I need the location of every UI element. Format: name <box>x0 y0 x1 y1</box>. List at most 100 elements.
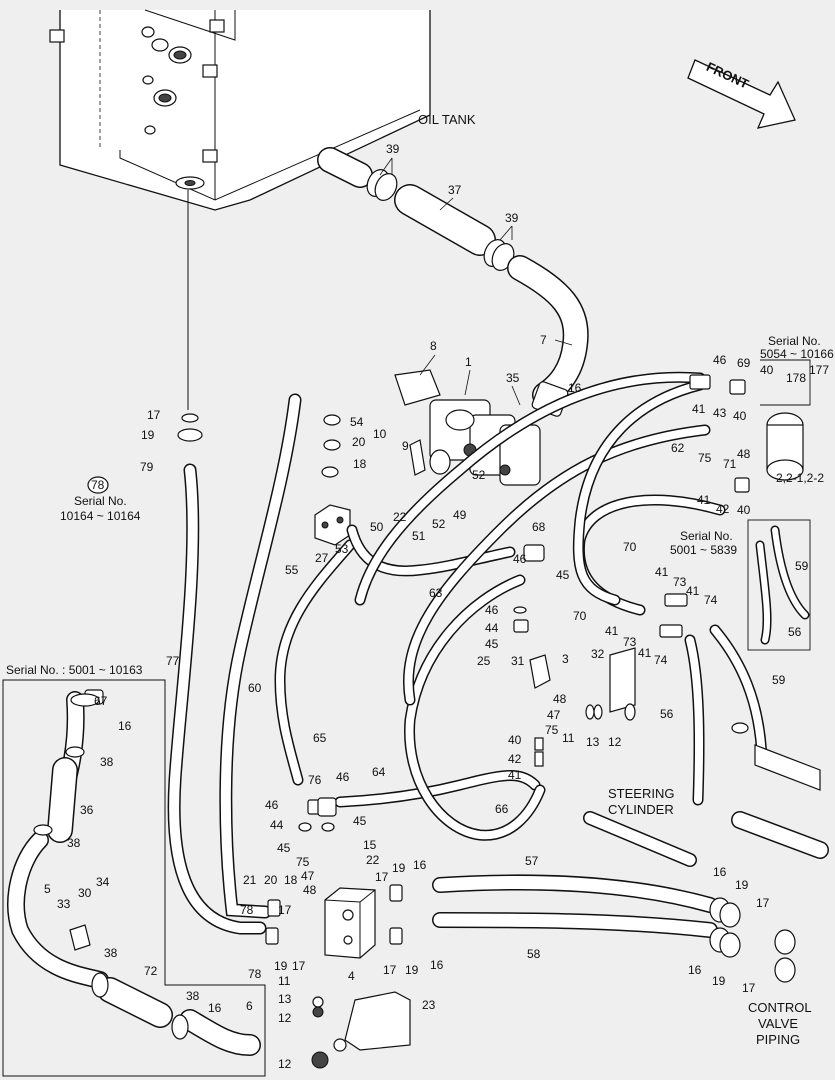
part-label: 19 <box>392 861 406 875</box>
part-label: 45 <box>353 814 367 828</box>
part-label: 22 <box>366 853 380 867</box>
part-label: 42 <box>716 502 730 516</box>
part-label: 71 <box>723 457 737 471</box>
part-label: 70 <box>573 609 587 623</box>
part-label: 41 <box>697 493 711 507</box>
part-label: 35 <box>506 371 520 385</box>
part-label: 9 <box>402 439 409 453</box>
part-label: 55 <box>285 563 299 577</box>
part-label: 48 <box>553 692 567 706</box>
part-label: 19 <box>141 428 155 442</box>
part-label: 16 <box>430 958 444 972</box>
part-label: 16 <box>713 865 727 879</box>
part-label: 66 <box>495 802 509 816</box>
part-label: 38 <box>186 989 200 1003</box>
part-label: 64 <box>372 765 386 779</box>
part-label: 45 <box>485 637 499 651</box>
part-label: 70 <box>623 540 637 554</box>
control-valve-label-3: PIPING <box>756 1032 800 1047</box>
part-label: 18 <box>353 457 367 471</box>
part-label: 48 <box>303 883 317 897</box>
part-label: 4 <box>348 969 355 983</box>
part-label: 38 <box>67 836 81 850</box>
inset-serial-label: Serial No. : 5001 ~ 10163 <box>6 663 143 677</box>
serial-top-parts: 2,2-1,2-2 <box>776 471 824 485</box>
part-label: 19 <box>405 963 419 977</box>
part-label: 11 <box>562 731 575 745</box>
part-label: 53 <box>335 542 349 556</box>
part-label: 17 <box>756 896 770 910</box>
part-label: 41 <box>692 402 706 416</box>
part-label: 19 <box>274 959 288 973</box>
part-label: 22 <box>393 510 407 524</box>
serial-callout-label: 78 <box>91 478 105 492</box>
steering-label-2: CYLINDER <box>608 802 674 817</box>
part-label: 52 <box>472 468 486 482</box>
part-label: 46 <box>513 552 527 566</box>
part-label: 8 <box>430 339 437 353</box>
part-label: 78 <box>240 903 254 917</box>
part-label: 23 <box>422 998 436 1012</box>
part-label: 38 <box>104 946 118 960</box>
part-labels: 39 37 39 7 8 1 35 16 54 20 10 9 18 52 49… <box>44 142 829 1071</box>
part-label: 43 <box>713 406 727 420</box>
part-label: 34 <box>96 875 110 889</box>
part-label: 16 <box>568 381 582 395</box>
part-label: 79 <box>140 460 154 474</box>
part-label: 42 <box>508 752 522 766</box>
part-label: 17 <box>292 959 306 973</box>
serial-box-top: Serial No. 5054 ~ 10166 2,2-1,2-2 <box>760 334 834 485</box>
part-label: 177 <box>809 363 829 377</box>
part-label: 47 <box>301 869 315 883</box>
part-label: 75 <box>296 855 310 869</box>
part-label: 60 <box>248 681 262 695</box>
part-label: 178 <box>786 371 806 385</box>
part-label: 59 <box>795 559 809 573</box>
part-label: 17 <box>147 408 161 422</box>
part-label: 16 <box>208 1001 222 1015</box>
part-label: 76 <box>308 773 322 787</box>
part-label: 51 <box>412 529 426 543</box>
part-label: 41 <box>686 584 700 598</box>
part-label: 44 <box>270 818 284 832</box>
part-label: 6 <box>246 999 253 1013</box>
part-label: 13 <box>586 735 600 749</box>
part-label: 12 <box>608 735 622 749</box>
part-label: 39 <box>505 211 519 225</box>
part-label: 17 <box>742 981 756 995</box>
part-label: 10 <box>373 427 387 441</box>
serial-top-title: Serial No. <box>768 334 821 348</box>
valve-block-53 <box>314 414 451 546</box>
part-label: 16 <box>413 858 427 872</box>
part-label: 46 <box>265 798 279 812</box>
part-label: 44 <box>485 621 499 635</box>
part-label: 65 <box>313 731 327 745</box>
part-label: 47 <box>547 708 561 722</box>
part-label: 13 <box>278 992 292 1006</box>
part-label: 54 <box>350 415 364 429</box>
serial-mid-range: 5001 ~ 5839 <box>670 543 737 557</box>
part-label: 27 <box>315 551 329 565</box>
part-label: 16 <box>118 719 132 733</box>
part-label: 5 <box>44 882 51 896</box>
serial-callout-78: 78 Serial No. 10164 ~ 10164 <box>60 476 141 523</box>
part-label: 46 <box>336 770 350 784</box>
part-label: 20 <box>264 873 278 887</box>
part-label: 45 <box>556 568 570 582</box>
part-label: 41 <box>655 565 669 579</box>
part-label: 40 <box>733 409 747 423</box>
part-label: 16 <box>688 963 702 977</box>
part-label: 69 <box>737 356 751 370</box>
control-valve-label-1: CONTROL <box>748 1000 812 1015</box>
part-label: 40 <box>508 733 522 747</box>
serial-left-range: 10164 ~ 10164 <box>60 509 141 523</box>
part-label: 78 <box>248 967 262 981</box>
part-label: 38 <box>100 755 114 769</box>
oil-tank: OIL TANK <box>49 9 476 211</box>
part-label: 75 <box>545 723 559 737</box>
part-label: 20 <box>352 435 366 449</box>
inset-box: Serial No. : 5001 ~ 10163 <box>2 663 266 1077</box>
part-label: 72 <box>144 964 158 978</box>
part-label: 62 <box>671 441 685 455</box>
